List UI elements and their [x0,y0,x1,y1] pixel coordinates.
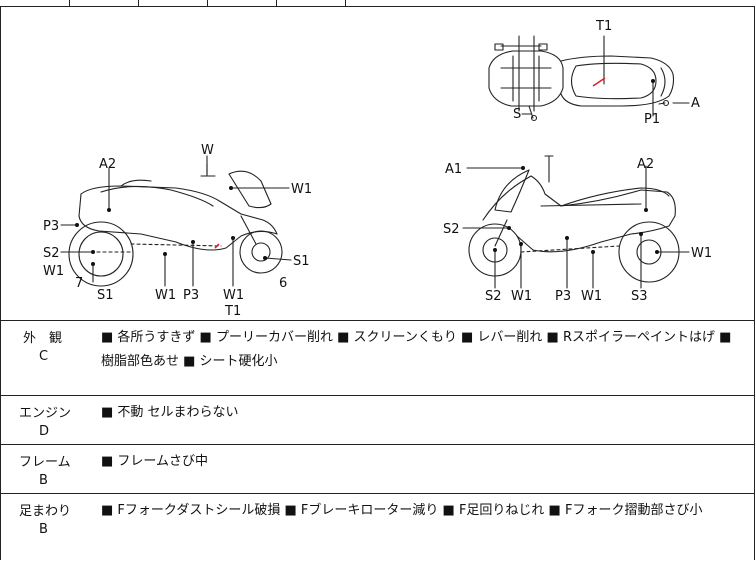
top-view-scooter [488,35,690,122]
section-grade: D [39,424,50,439]
label-w1-right-a: W1 [691,246,712,261]
label-a1-right: A1 [445,162,462,177]
section-name: 足まわり [19,504,72,519]
right-side-scooter [462,155,690,289]
left-side-scooter [60,155,292,287]
section-description: ■ フレームさび中 [101,454,209,469]
label-s3-right: S3 [631,289,648,304]
section-description: ■ 不動 セルまわらない [101,405,239,420]
label-s2-right-a: S2 [443,222,460,237]
label-s2-right-b: S2 [485,289,502,304]
label-w1-left-a: W1 [291,182,312,197]
label-6: 6 [279,276,287,291]
label-p3-left-b: P3 [183,288,199,303]
section-name: 外 観 [23,331,63,346]
label-s1-left-a: S1 [293,254,310,269]
damage-diagram: T1 A P1 S W A2 W1 P3 S2 W1 S1 6 7 S1 W1 … [0,6,755,321]
section-grade: C [39,349,49,364]
table-top-strip [0,0,755,7]
label-w1-left-c: W1 [155,288,176,303]
section-exterior: 外 観 C ■ 各所うすきず ■ プーリーカバー削れ ■ スクリーンくもり ■ … [0,321,755,396]
label-w1-left-d: W1 [223,288,244,303]
section-name: フレーム [19,455,71,470]
label-a-top: A [691,96,700,111]
section-grade: B [39,473,48,488]
label-t1-left: T1 [224,304,241,319]
section-frame: フレーム B ■ フレームさび中 [0,445,755,494]
section-description: ■ 各所うすきず ■ プーリーカバー削れ ■ スクリーンくもり ■ レバー削れ … [101,330,732,369]
label-a2-left: A2 [99,157,116,172]
label-p3-left-a: P3 [43,219,59,234]
label-w1-left-b: W1 [43,264,64,279]
section-suspension: 足まわり B ■ Fフォークダストシール破損 ■ Fブレーキローター減り ■ F… [0,494,755,560]
label-w-left: W [201,143,214,158]
scooter-diagram-svg: T1 A P1 S W A2 W1 P3 S2 W1 S1 6 7 S1 W1 … [43,19,712,319]
label-p3-right: P3 [555,289,571,304]
damage-marks [214,77,606,249]
label-w1-right-c: W1 [581,289,602,304]
section-engine: エンジン D ■ 不動 セルまわらない [0,396,755,445]
label-w1-right-b: W1 [511,289,532,304]
label-s-top: S [513,107,521,122]
section-description: ■ Fフォークダストシール破損 ■ Fブレーキローター減り ■ F足回りねじれ … [101,503,703,518]
label-s1-left-b: S1 [97,288,114,303]
label-t1-top: T1 [595,19,612,34]
section-grade: B [39,522,48,537]
section-name: エンジン [19,406,72,421]
leader-dots [75,79,659,266]
label-a2-right: A2 [637,157,654,172]
label-p1-top: P1 [644,112,660,127]
label-s2-left: S2 [43,246,60,261]
label-7: 7 [75,276,83,291]
